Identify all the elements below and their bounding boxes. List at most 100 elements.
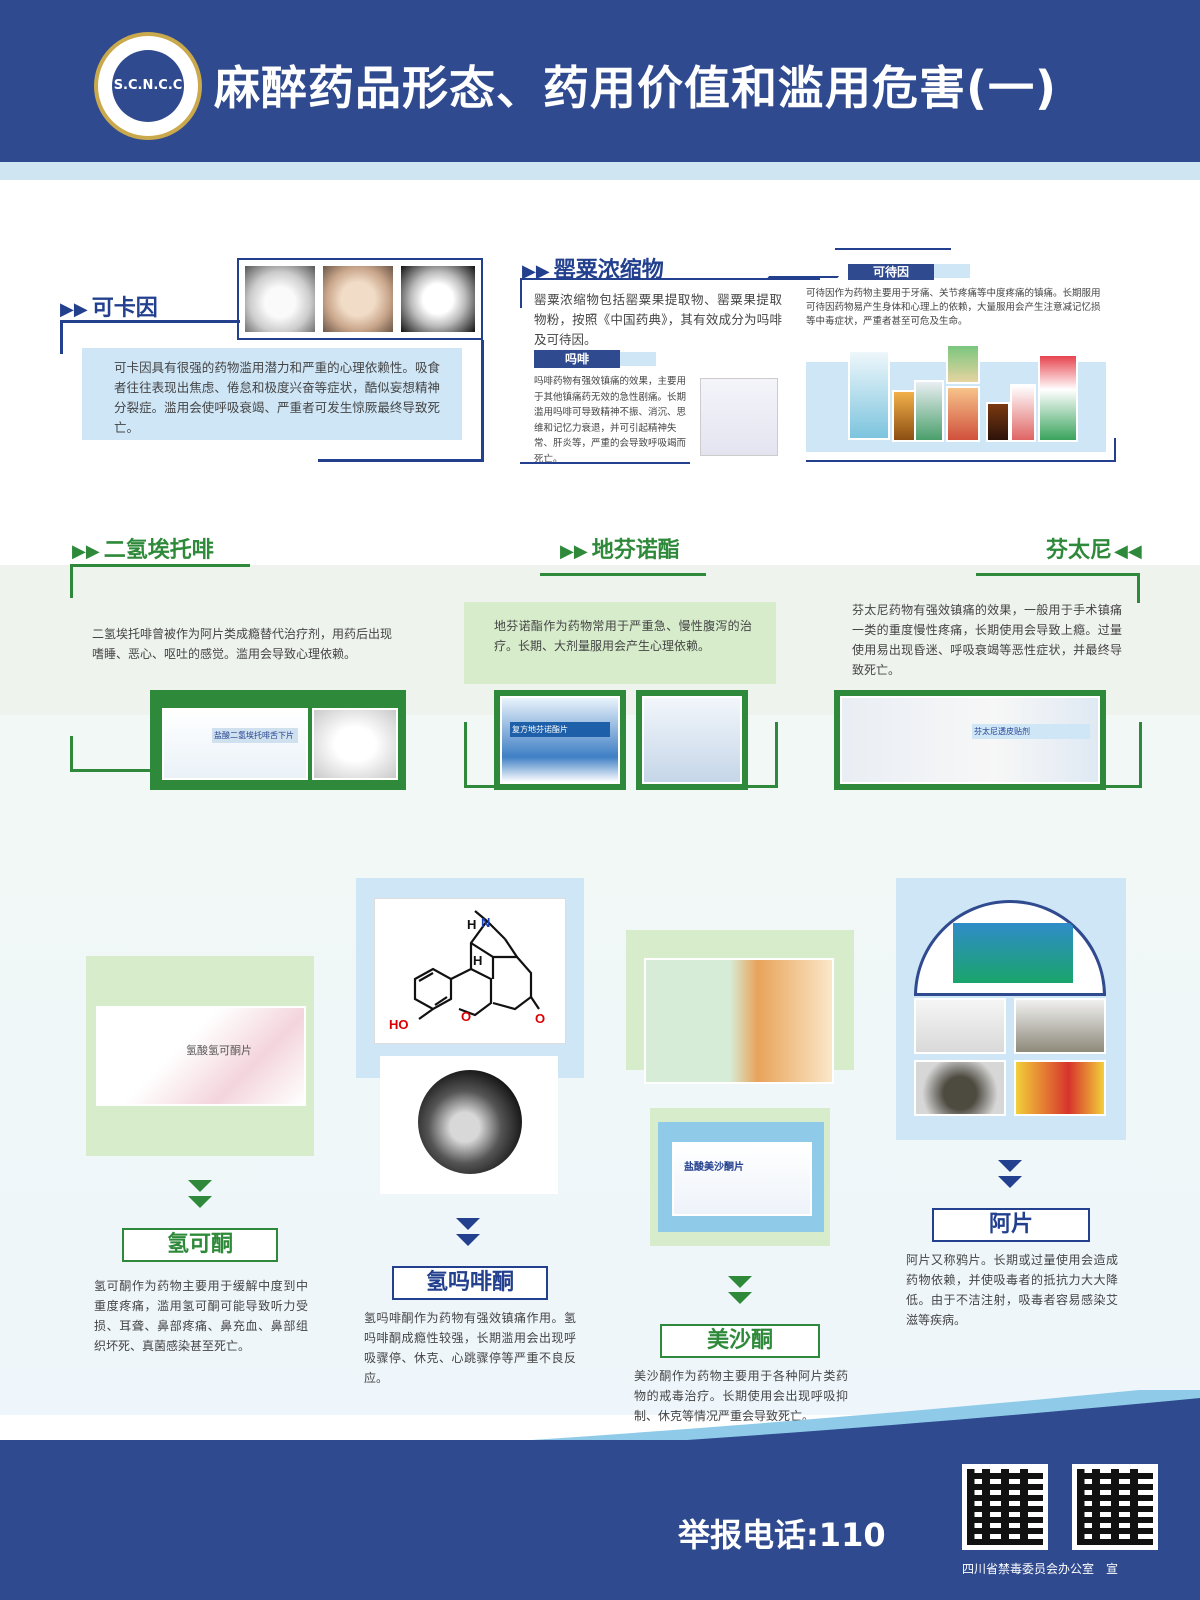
- fentanyl-frame-bottom: [1106, 722, 1142, 788]
- cocaine-crystal-photo: [399, 264, 477, 334]
- cocaine-photo-frame: [237, 258, 483, 340]
- structure-o-label-1: O: [461, 1009, 471, 1024]
- hydrocodone-package-label: 氢酸氢可酮片: [186, 1044, 252, 1057]
- codeine-bottle-3: [946, 386, 980, 442]
- codeine-box-2: [946, 344, 980, 384]
- fentanyl-title: 芬太尼◀◀: [1046, 532, 1146, 564]
- down-arrow-icon: [728, 1292, 752, 1304]
- codeine-box-3: [1010, 384, 1036, 442]
- morphine-tag: 吗啡: [534, 350, 620, 368]
- methadone-liquid-photo: [644, 958, 834, 1084]
- qr-code-1-pattern: [967, 1469, 1043, 1545]
- hydrocodone-package-photo: 氢酸氢可酮片: [96, 1006, 306, 1106]
- structure-n-label: N: [481, 915, 490, 930]
- header-stripe: [0, 162, 1200, 180]
- difenoxin-title-text: 地芬诺酯: [591, 538, 680, 563]
- fentanyl-box-label: 芬太尼透皮贴剂: [972, 724, 1090, 739]
- qr-code-2-pattern: [1077, 1469, 1153, 1545]
- fentanyl-patches-photo: 芬太尼透皮贴剂: [840, 696, 1100, 784]
- double-arrow-left-icon: ◀◀: [1114, 541, 1142, 562]
- cocaine-frame-line-2: [318, 340, 484, 462]
- report-hotline: 举报电话:110: [678, 1516, 886, 1554]
- cocaine-description: 可卡因具有很强的药物滥用潜力和严重的心理依赖性。吸食者往往表现出焦虑、倦怠和极度…: [82, 348, 462, 440]
- morphine-tag-bar: [620, 352, 656, 366]
- difenoxin-bottle-photo: [642, 696, 742, 784]
- dihydroetorphine-frame-line: [70, 564, 250, 598]
- opium-photo-1: [914, 998, 1006, 1054]
- codeine-box-4: [1038, 354, 1078, 442]
- methadone-package-label: 盐酸美沙酮片: [684, 1162, 744, 1173]
- fentanyl-frame-top: [976, 573, 1140, 603]
- cocaine-powder-photo: [243, 264, 317, 334]
- difenoxin-description: 地芬诺酯作为药物常用于严重急、慢性腹泻的治疗。长期、大剂量服用会产生心理依赖。: [464, 602, 776, 684]
- difenoxin-box-label: 复方地芬诺酯片: [510, 722, 610, 737]
- double-arrow-icon: ▶▶: [560, 541, 588, 562]
- committee-logo: S.C.N.C.C: [94, 32, 202, 140]
- page-title: 麻醉药品形态、药用价值和滥用危害(一): [214, 61, 1058, 115]
- fentanyl-description: 芬太尼药物有强效镇痛的效果，一般用于手术镇痛一类的重度慢性疼痛，长期使用会导致上…: [852, 603, 1122, 677]
- codeine-frame-side: [1080, 438, 1116, 462]
- down-arrow-icon: [188, 1196, 212, 1208]
- dihydroetorphine-frame-bottom: [70, 736, 150, 772]
- down-arrow-icon: [998, 1176, 1022, 1188]
- logo-emblem: S.C.N.C.C: [112, 50, 184, 122]
- difenoxin-title: ▶▶地芬诺酯: [560, 532, 680, 564]
- difenoxin-frame-top: [540, 573, 706, 576]
- poppy-frame-line: [520, 278, 820, 308]
- codeine-syrup-box: [848, 350, 890, 440]
- qr-code-2[interactable]: [1072, 1464, 1158, 1550]
- cocaine-frame-line: [60, 320, 240, 354]
- dihydroetorphine-box-label: 盐酸二氢埃托啡舌下片: [212, 728, 298, 743]
- hydrocodone-description: 氢可酮作为药物主要用于缓解中度到中重度疼痛，滥用氢可酮可能导致听力受损、耳聋、鼻…: [94, 1279, 308, 1353]
- cocaine-title-text: 可卡因: [91, 296, 158, 321]
- poppy-frame-top: [835, 248, 951, 250]
- opium-description: 阿片又称鸦片。长期或过量使用会造成药物依赖，并使吸毒者的抵抗力大大降低。由于不洁…: [906, 1253, 1118, 1327]
- hydromorphone-powder-frame: [380, 1056, 558, 1194]
- dihydroetorphine-title-text: 二氢埃托啡: [103, 538, 214, 563]
- dihydroetorphine-pills-photo: [312, 708, 398, 780]
- methadone-box-photo: 盐酸美沙酮片: [672, 1142, 812, 1216]
- hydromorphone-structure-svg: H N H HO O O: [389, 910, 545, 1032]
- hydromorphone-powder-photo: [418, 1070, 522, 1174]
- codeine-bottle-4: [986, 402, 1010, 442]
- poppy-frame-bottom: [520, 462, 690, 464]
- double-arrow-icon: ▶▶: [72, 541, 100, 562]
- morphine-description: 吗啡药物有强效镇痛的效果，主要用于其他镇痛药无效的急性剧痛。长期滥用吗啡可导致精…: [534, 376, 687, 465]
- methadone-name: 美沙酮: [660, 1324, 820, 1358]
- codeine-description: 可待因作为药物主要用于牙痛、关节疼痛等中度疼痛的镇痛。长期服用可待因药物易产生身…: [806, 288, 1101, 327]
- opium-photo-3: [914, 1060, 1006, 1116]
- down-arrow-icon: [456, 1218, 480, 1230]
- opium-box-image: [953, 923, 1073, 983]
- down-arrow-icon: [456, 1234, 480, 1246]
- codeine-tag: 可待因: [848, 264, 934, 280]
- dihydroetorphine-description: 二氢埃托啡曾被作为阿片类成瘾替代治疗剂，用药后出现嗜睡、恶心、呕吐的感觉。滥用会…: [92, 627, 393, 661]
- double-arrow-icon: ▶▶: [60, 299, 88, 320]
- structure-o-label-2: O: [535, 1011, 545, 1026]
- methadone-description: 美沙酮作为药物主要用于各种阿片类药物的戒毒治疗。长期使用会出现呼吸抑制、休克等情…: [634, 1369, 848, 1423]
- codeine-bottle-2: [914, 380, 944, 442]
- structure-h-label-1: H: [467, 917, 476, 932]
- difenoxin-frame-right: [742, 722, 778, 788]
- issuer-label: 四川省禁毒委员会办公室 宣: [962, 1562, 1119, 1576]
- cocaine-title: ▶▶可卡因: [60, 290, 158, 322]
- fentanyl-title-text: 芬太尼: [1046, 538, 1113, 563]
- double-arrow-icon: ▶▶: [522, 261, 550, 282]
- morphine-package-photo: [700, 378, 778, 456]
- opium-photo-2: [1014, 998, 1106, 1054]
- codeine-frame-bottom: [806, 460, 1116, 462]
- down-arrow-icon: [188, 1180, 212, 1192]
- dihydroetorphine-title: ▶▶二氢埃托啡: [72, 532, 214, 564]
- hydrocodone-name: 氢可酮: [122, 1228, 278, 1262]
- cocaine-crack-photo: [321, 264, 395, 334]
- poppy-description: 罂粟浓缩物包括罂粟果提取物、罂粟果提取物粉，按照《中国药典》，其有效成分为吗啡及…: [534, 292, 782, 347]
- structure-ho-label: HO: [389, 1017, 409, 1032]
- opium-photo-4: [1014, 1060, 1106, 1116]
- hydromorphone-name: 氢吗啡酮: [392, 1266, 548, 1300]
- structure-h-label-2: H: [473, 953, 482, 968]
- qr-code-1[interactable]: [962, 1464, 1048, 1550]
- codeine-tag-bar: [934, 264, 970, 278]
- difenoxin-frame-left: [464, 722, 500, 788]
- difenoxin-box-photo: 复方地芬诺酯片: [500, 696, 620, 784]
- down-arrow-icon: [728, 1276, 752, 1288]
- hydromorphone-description: 氢吗啡酮作为药物有强效镇痛作用。氢吗啡酮成瘾性较强，长期滥用会出现呼吸骤停、休克…: [364, 1311, 576, 1385]
